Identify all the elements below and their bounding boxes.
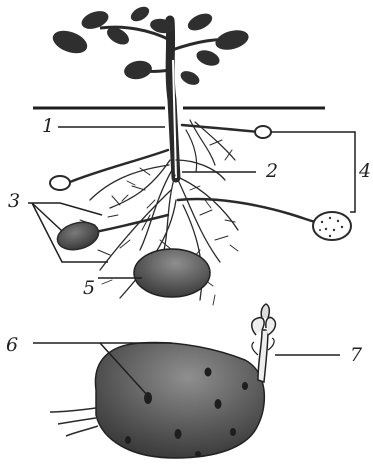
stolon (95, 215, 168, 232)
shoot (50, 4, 251, 178)
mother-tuber (134, 249, 210, 297)
leaf (213, 27, 251, 53)
sprouting-tuber (50, 304, 275, 458)
tuber-body (95, 342, 264, 458)
label-7: 7 (350, 346, 362, 365)
leaf (185, 10, 214, 34)
leaf (178, 68, 201, 87)
label-1: 1 (42, 117, 54, 136)
label-5: 5 (83, 279, 95, 298)
stolon (70, 150, 168, 182)
leaf (194, 47, 221, 68)
sprout (258, 330, 268, 382)
leaf (50, 26, 91, 57)
label-4: 4 (359, 162, 371, 181)
label-6: 6 (6, 336, 18, 355)
young-tuber (50, 176, 70, 190)
young-tuber (255, 126, 271, 138)
stolon (178, 199, 315, 222)
leaf (123, 59, 154, 82)
dark-tuber (54, 218, 101, 254)
growing-tuber (313, 212, 351, 240)
label-3: 3 (8, 192, 20, 211)
label-2: 2 (266, 162, 278, 181)
leaf (128, 4, 151, 24)
